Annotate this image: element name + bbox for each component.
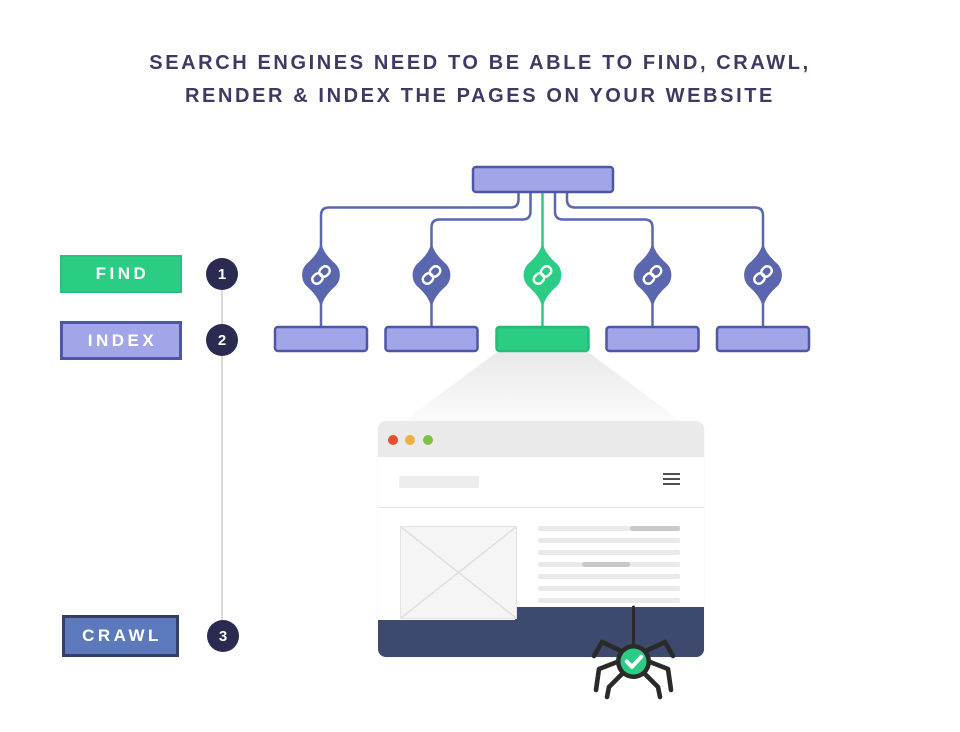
page-nodes bbox=[273, 325, 811, 353]
step-label-find-text: FIND bbox=[95, 264, 150, 283]
text-skeleton-line bbox=[538, 574, 680, 579]
page-node-rect-2 bbox=[384, 325, 479, 353]
step-number-2: 2 bbox=[217, 331, 227, 349]
step-number-1: 1 bbox=[217, 265, 227, 283]
browser-window-mockup bbox=[378, 421, 704, 657]
root-node-rect bbox=[471, 165, 615, 194]
page-node-rect-4 bbox=[605, 325, 700, 353]
connector-branch-1 bbox=[319, 191, 520, 248]
link-node-diamond-2 bbox=[412, 242, 451, 308]
chain-link-icon bbox=[753, 265, 773, 285]
link-node-diamond-4 bbox=[633, 242, 672, 308]
link-nodes bbox=[302, 242, 782, 308]
connector-branch-4 bbox=[553, 191, 654, 248]
page-footer-block bbox=[378, 620, 704, 657]
text-skeleton-line bbox=[538, 538, 680, 543]
checkmark-icon bbox=[624, 654, 644, 669]
step-connector-line bbox=[221, 274, 223, 636]
link-node-diamond-1 bbox=[302, 242, 340, 308]
link-node-diamond-3-highlighted bbox=[523, 242, 562, 308]
page-node-rect-5 bbox=[715, 325, 811, 353]
text-skeleton-line bbox=[538, 526, 680, 531]
step-label-index-text: INDEX bbox=[87, 330, 158, 350]
spotlight-trapezoid bbox=[404, 352, 681, 421]
page-title-line1: SEARCH ENGINES NEED TO BE ABLE TO FIND, … bbox=[149, 52, 811, 74]
page-node-rect-3-highlighted bbox=[495, 325, 590, 353]
traffic-light-red-icon bbox=[388, 435, 398, 445]
chain-link-icon bbox=[421, 265, 442, 285]
text-skeleton-line bbox=[538, 562, 680, 567]
traffic-light-amber-icon bbox=[405, 435, 415, 445]
tree-connectors bbox=[319, 191, 765, 329]
browser-toolbar bbox=[378, 457, 704, 508]
step-label-find: FIND bbox=[60, 255, 182, 293]
step-label-crawl: CRAWL bbox=[62, 615, 179, 657]
step-label-crawl-text: CRAWL bbox=[82, 626, 162, 645]
text-skeleton-line bbox=[538, 586, 680, 591]
connector-branch-2 bbox=[430, 191, 532, 248]
chain-link-icon bbox=[642, 265, 663, 285]
browser-titlebar bbox=[378, 421, 704, 457]
image-placeholder bbox=[400, 526, 517, 619]
step-label-index: INDEX bbox=[60, 321, 182, 360]
page-title-line2: RENDER & INDEX THE PAGES ON YOUR WEBSITE bbox=[185, 85, 775, 107]
text-skeleton-line bbox=[538, 598, 680, 603]
page-node-rect-1 bbox=[273, 325, 369, 353]
page-title: SEARCH ENGINES NEED TO BE ABLE TO FIND, … bbox=[0, 47, 960, 113]
step-number-badge-2: 2 bbox=[206, 324, 238, 356]
step-number-badge-3: 3 bbox=[207, 620, 239, 652]
link-node-diamond-5 bbox=[744, 242, 782, 308]
text-skeleton-line bbox=[538, 550, 680, 555]
image-placeholder-x-icon bbox=[400, 526, 517, 619]
chain-link-icon bbox=[532, 265, 553, 285]
step-number-badge-1: 1 bbox=[206, 258, 238, 290]
chain-link-icon bbox=[311, 265, 331, 285]
step-number-3: 3 bbox=[218, 627, 228, 645]
traffic-light-green-icon bbox=[423, 435, 433, 445]
search-bar bbox=[399, 476, 479, 488]
hamburger-menu-icon bbox=[663, 473, 680, 488]
connector-branch-5 bbox=[565, 191, 765, 248]
